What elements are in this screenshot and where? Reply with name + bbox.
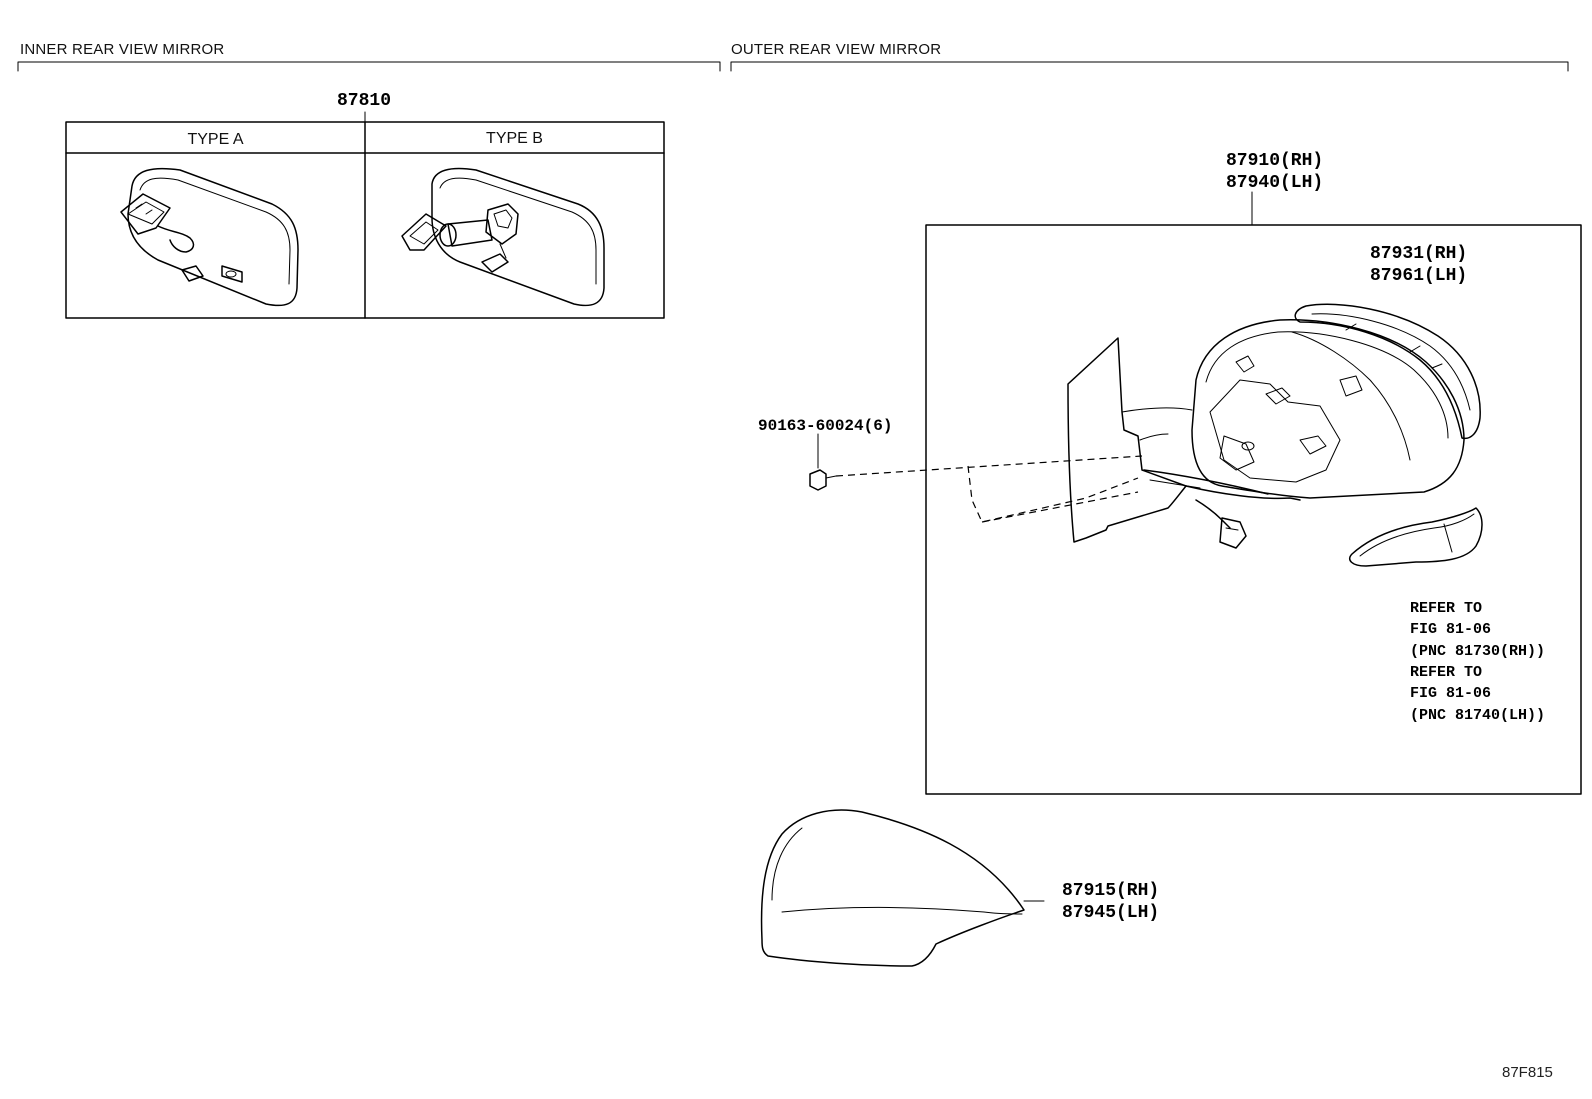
outer-mirror-assembly-frame [925, 191, 1582, 795]
refer-note-line-4: REFER TO [1410, 664, 1483, 681]
screw-drawing [809, 433, 837, 491]
refer-note-line-6[interactable]: (PNC 81740(LH)) [1410, 707, 1546, 724]
installation-dashed-lines [835, 455, 1143, 523]
lamp-cover-drawing [1294, 303, 1481, 440]
refer-note-line-1: REFER TO [1410, 600, 1483, 617]
inner-mirror-type-table [65, 111, 665, 319]
outer-mirror-section-title: OUTER REAR VIEW MIRROR [731, 41, 942, 58]
outer-mirror-housing-drawing [1191, 319, 1465, 499]
outer-mirror-assembly-lh-part-number[interactable]: 87940(LH) [1226, 173, 1324, 193]
lamp-cover-rh-part-number[interactable]: 87931(RH) [1370, 244, 1468, 264]
mirror-cover-lh-part-number[interactable]: 87945(LH) [1062, 903, 1160, 923]
type-b-label: TYPE B [486, 130, 543, 147]
side-turn-lamp-drawing [1348, 507, 1483, 567]
outer-mirror-assembly-rh-part-number[interactable]: 87910(RH) [1226, 151, 1324, 171]
screw-part-number[interactable]: 90163-60024(6) [758, 417, 893, 435]
inner-mirror-type-a-drawing [120, 167, 299, 307]
refer-note-line-2[interactable]: FIG 81-06 [1410, 621, 1492, 638]
refer-note-line-3[interactable]: (PNC 81730(RH)) [1410, 643, 1546, 660]
inner-mirror-part-number[interactable]: 87810 [337, 91, 392, 111]
mirror-cover-drawing [760, 809, 1045, 967]
refer-note-line-5[interactable]: FIG 81-06 [1410, 685, 1492, 702]
inner-mirror-section-title: INNER REAR VIEW MIRROR [20, 41, 225, 58]
lamp-cover-lh-part-number[interactable]: 87961(LH) [1370, 266, 1468, 286]
outer-mirror-base-drawing [1067, 337, 1301, 549]
inner-section-bracket [17, 61, 721, 72]
figure-code: 87F815 [1502, 1064, 1553, 1081]
outer-section-bracket [730, 61, 1569, 72]
mirror-cover-rh-part-number[interactable]: 87915(RH) [1062, 881, 1160, 901]
type-a-label: TYPE A [187, 131, 244, 148]
inner-mirror-type-b-drawing [401, 167, 605, 307]
